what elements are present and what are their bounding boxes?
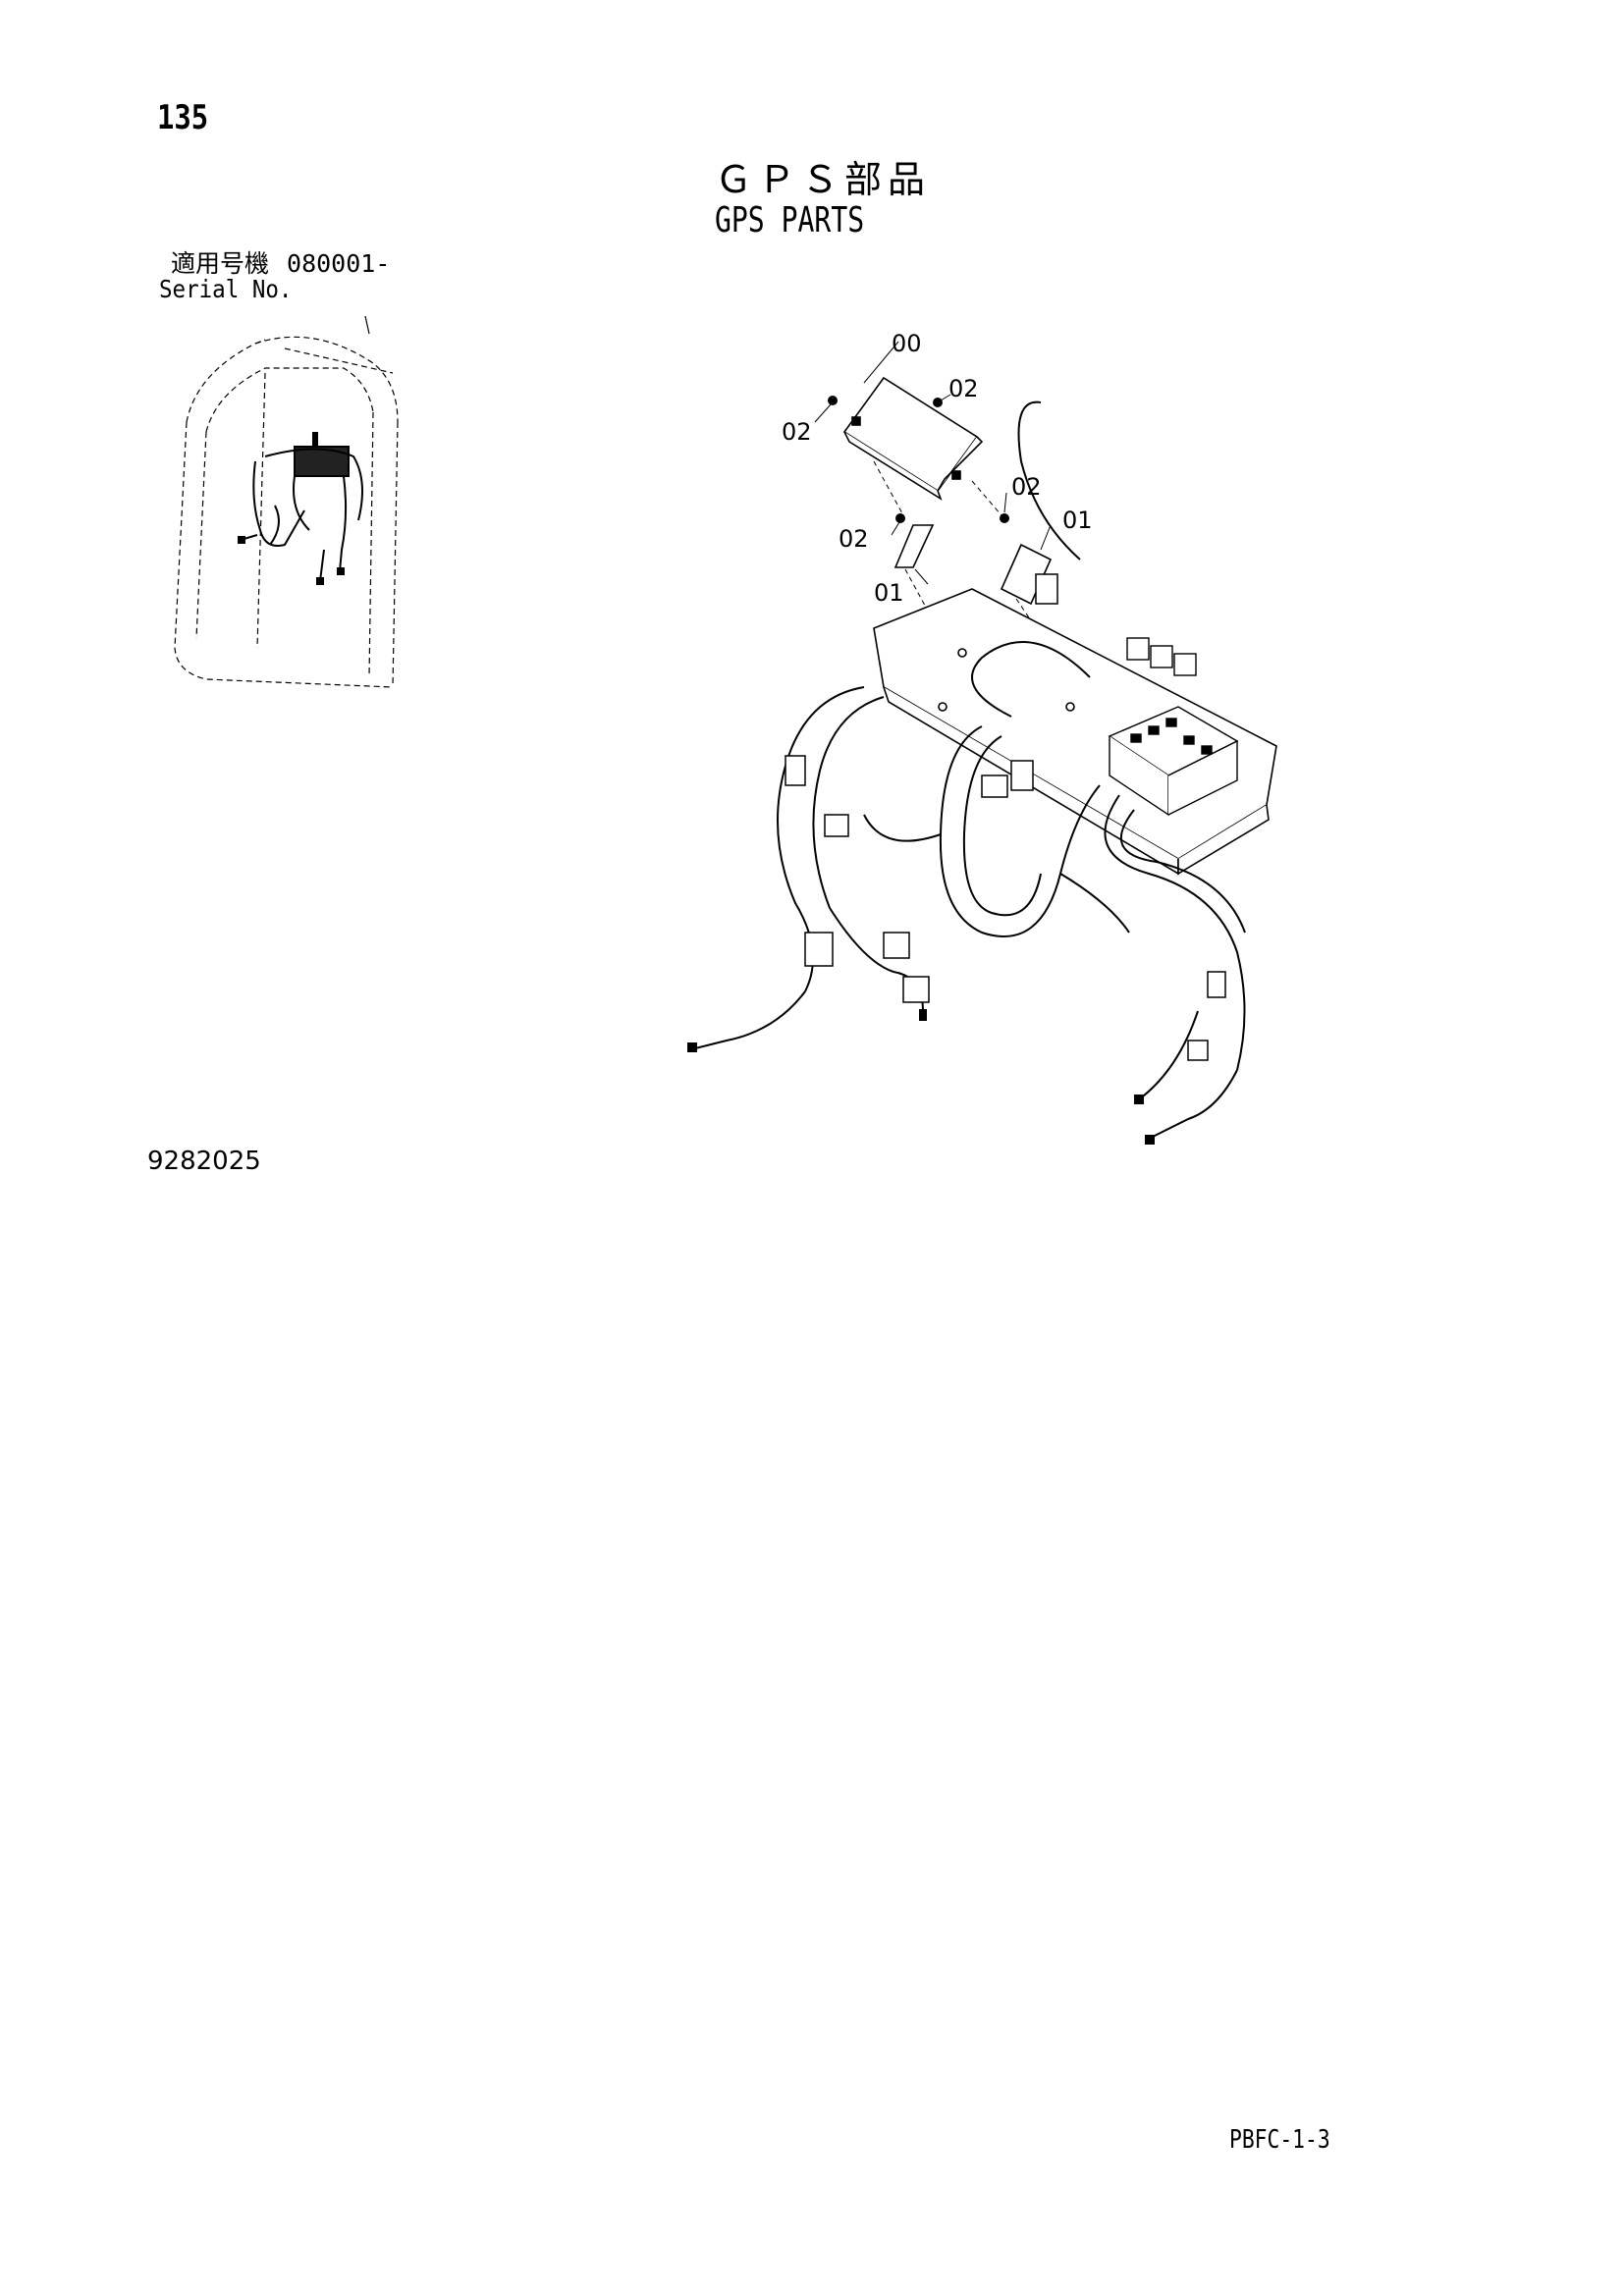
cab-inner-pillar (368, 411, 374, 678)
callout-02-d: 02 (839, 525, 869, 553)
relay-block (1108, 706, 1239, 817)
callout-02-a: 02 (948, 375, 979, 402)
gps-parts-exploded-figure: 00 02 02 02 02 01 01 (687, 330, 1277, 1145)
callout-01-b: 01 (874, 579, 904, 607)
cab-harness-location (240, 446, 363, 582)
cab-window-edge (205, 367, 374, 433)
serial-label-english: Serial No. (159, 275, 293, 303)
cab-outline-left (186, 339, 266, 423)
callout-01-a: 01 (1062, 507, 1093, 534)
callout-00: 00 (892, 330, 922, 357)
screws (828, 396, 1009, 523)
cab-outline-roof (254, 336, 399, 423)
wire-harness (687, 400, 1246, 1140)
drawing-id: 9282025 (147, 1147, 261, 1176)
serial-label-japanese: 適用号機 (171, 249, 270, 278)
relays (1126, 637, 1197, 676)
page-code: PBFC-1-3 (1229, 2125, 1330, 2155)
page-title-japanese: ＧＰＳ部品 (715, 158, 932, 201)
serial-block: 適用号機 080001- Serial No. (159, 251, 390, 302)
cab-outline-front (174, 421, 394, 688)
serial-row-english: Serial No. (159, 277, 390, 302)
cab-front-glass (195, 431, 207, 639)
cab-location-figure (174, 315, 399, 688)
serial-row-japanese: 適用号機 080001- (159, 251, 390, 277)
serial-number: 080001- (287, 249, 391, 278)
gps-controller-box (842, 376, 984, 501)
page-number: 135 (157, 98, 209, 137)
page-title-english: GPS PARTS (715, 200, 865, 240)
brackets (893, 524, 1053, 606)
cab-outline-back (392, 421, 399, 688)
cab-roof-ridge (284, 347, 394, 374)
cab-harness-connectors (238, 432, 345, 585)
harness-connectors (785, 573, 1226, 1061)
terminal-ends (687, 1009, 1155, 1145)
callout-02-b: 02 (782, 418, 812, 446)
cab-door-line (256, 372, 266, 649)
